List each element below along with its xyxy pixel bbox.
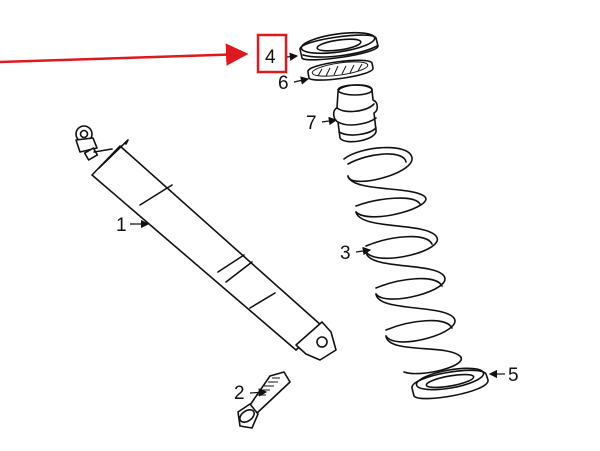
shock-absorber-part: [75, 125, 337, 361]
upper-insulator-part: [307, 59, 374, 81]
label-upper-insulator: 6: [278, 73, 289, 94]
highlight-box: [256, 33, 288, 74]
upper-mount-part: [299, 31, 379, 61]
label-bump-stop: 7: [306, 113, 317, 134]
highlight-arrow: [0, 43, 249, 66]
label-coil-spring: 3: [340, 243, 351, 264]
label-shock-absorber: 1: [116, 215, 127, 236]
highlight-callout: [0, 33, 288, 74]
lower-insulator-part: [411, 367, 489, 400]
label-lower-insulator: 5: [508, 365, 519, 386]
label-bolt: 2: [234, 383, 245, 404]
bump-stop-part: [332, 84, 379, 143]
leader-lines: [130, 52, 505, 397]
bolt-part: [237, 371, 291, 429]
coil-spring-part: [343, 146, 463, 375]
label-upper-mount: 4: [265, 47, 276, 68]
